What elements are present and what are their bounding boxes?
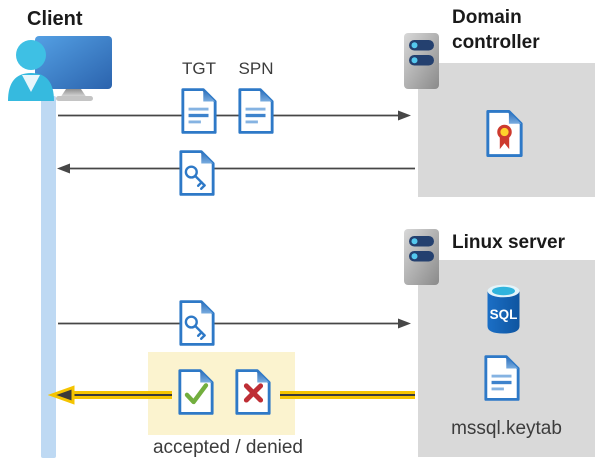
client-lifeline [41, 96, 56, 458]
keytab-label: mssql.keytab [451, 418, 562, 439]
tgt-document-icon [181, 88, 217, 134]
keytab-document-icon [484, 355, 520, 401]
arrow-client-to-linux [58, 318, 411, 328]
arrow-client-to-dc [58, 110, 411, 121]
linux-server-label: Linux server [452, 232, 565, 253]
check-document-icon [178, 369, 214, 415]
arrow-dc-to-client [57, 163, 415, 173]
certificate-document-icon [486, 109, 523, 158]
accepted-denied-label: accepted / denied [152, 437, 303, 458]
domain-controller-label: Domain controller [452, 7, 540, 53]
spn-label: SPN [238, 59, 274, 78]
dc-server-icon [404, 33, 439, 89]
key-document-icon [179, 150, 215, 196]
sql-database-icon: SQL [487, 284, 520, 334]
client-label: Client [27, 8, 83, 30]
tgt-label: TGT [182, 59, 216, 78]
cross-document-icon [235, 369, 271, 415]
linux-server-icon [404, 229, 439, 285]
key-document-icon-2 [179, 300, 215, 346]
sql-badge-text: SQL [490, 307, 518, 322]
user-at-computer-icon [8, 36, 112, 101]
spn-document-icon [238, 88, 274, 134]
